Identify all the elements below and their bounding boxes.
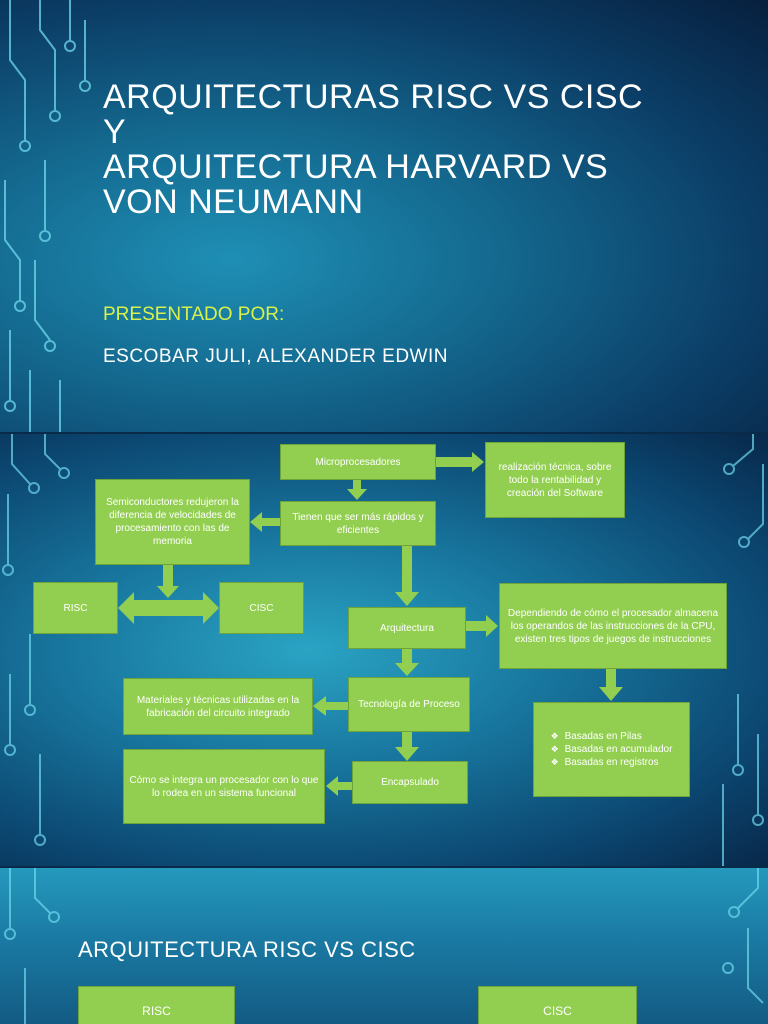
circuit-decoration-right	[722, 868, 764, 1004]
box-materiales-text: Materiales y técnicas utilizadas en la f…	[136, 694, 300, 719]
cisc-column-header-text: CISC	[543, 1003, 572, 1018]
circuit-decoration-right	[722, 434, 764, 866]
box-tecnologia: Tecnología de Proceso	[348, 677, 470, 732]
list-item: Basadas en registros	[551, 756, 673, 769]
box-dependiendo: Dependiendo de cómo el procesador almace…	[499, 583, 727, 669]
box-cisc-text: CISC	[249, 602, 274, 614]
box-microprocesadores: Microprocesadores	[280, 444, 436, 480]
box-materiales: Materiales y técnicas utilizadas en la f…	[123, 678, 313, 735]
box-microprocesadores-text: Microprocesadores	[315, 456, 401, 468]
presented-by-label: PRESENTADO POR:	[103, 304, 285, 325]
box-como-integra: Cómo se integra un procesador con lo que…	[123, 749, 325, 824]
box-como-integra-text: Cómo se integra un procesador con lo que…	[129, 774, 319, 799]
box-tipos-instrucciones: Basadas en Pilas Basadas en acumulador B…	[533, 702, 690, 797]
box-rapidos: Tienen que ser más rápidos y eficientes	[280, 501, 436, 546]
box-risc: RISC	[33, 582, 118, 634]
box-cisc: CISC	[219, 582, 304, 634]
box-realizacion: realización técnica, sobre todo la renta…	[485, 442, 625, 518]
instruction-types-list: Basadas en Pilas Basadas en acumulador B…	[551, 730, 673, 769]
risc-column-header-text: RISC	[142, 1003, 171, 1018]
title-slide: ARQUITECTURAS RISC VS CISC Y ARQUITECTUR…	[0, 0, 768, 432]
section-heading: ARQUITECTURA RISC VS CISC	[78, 937, 416, 962]
list-item: Basadas en Pilas	[551, 730, 673, 743]
risc-column-header: RISC	[78, 986, 235, 1024]
presentation-title: ARQUITECTURAS RISC VS CISC Y ARQUITECTUR…	[103, 80, 643, 220]
box-arquitectura: Arquitectura	[348, 607, 466, 649]
author-name: ESCOBAR JULI, ALEXANDER EDWIN	[103, 346, 448, 367]
title-line-2: Y	[103, 113, 127, 151]
circuit-decoration-left	[4, 0, 91, 432]
box-rapidos-text: Tienen que ser más rápidos y eficientes	[292, 511, 424, 536]
box-encapsulado: Encapsulado	[352, 761, 468, 804]
concept-map-slide: Microprocesadores realización técnica, s…	[0, 434, 768, 866]
box-tecnologia-text: Tecnología de Proceso	[358, 699, 460, 710]
box-realizacion-text: realización técnica, sobre todo la renta…	[498, 461, 612, 499]
box-dependiendo-text: Dependiendo de cómo el procesador almace…	[507, 607, 719, 645]
circuit-decoration-left	[4, 868, 60, 1024]
list-item: Basadas en acumulador	[551, 743, 673, 756]
title-line-1: ARQUITECTURAS RISC VS CISC	[103, 78, 644, 116]
box-encapsulado-text: Encapsulado	[381, 777, 439, 788]
circuit-decoration-left	[2, 434, 70, 846]
box-arquitectura-text: Arquitectura	[380, 622, 434, 634]
title-line-4: VON NEUMANN	[103, 183, 364, 221]
title-line-3: ARQUITECTURA HARVARD VS	[103, 148, 609, 186]
risc-cisc-slide: ARQUITECTURA RISC VS CISC RISC CISC	[0, 868, 768, 1024]
cisc-column-header: CISC	[478, 986, 637, 1024]
box-semiconductores-text: Semiconductores redujeron la diferencia …	[106, 497, 239, 547]
box-semiconductores: Semiconductores redujeron la diferencia …	[95, 479, 250, 565]
connector-arrows	[118, 452, 623, 796]
box-risc-text: RISC	[63, 602, 88, 614]
